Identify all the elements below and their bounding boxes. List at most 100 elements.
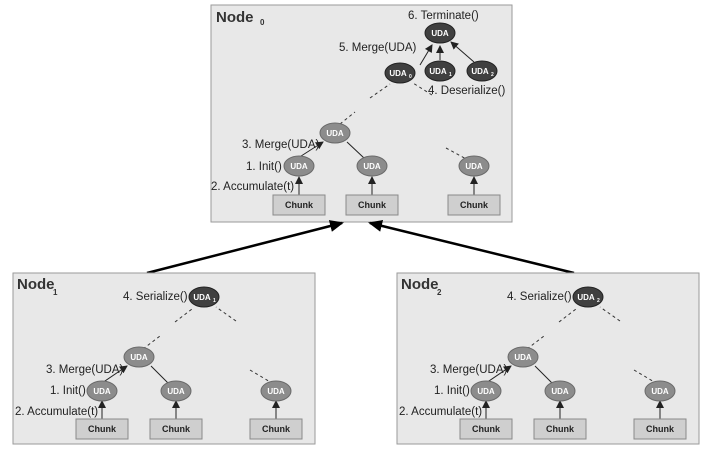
node-1-line-right-merge	[150, 365, 169, 384]
chunk-2: Chunk	[345, 194, 399, 216]
node-0-subscript: 0	[260, 18, 265, 27]
svg-text:UDA: UDA	[389, 69, 407, 78]
node-1-merge-label: 3. Merge(UDA)	[46, 364, 123, 376]
svg-text:UDA: UDA	[130, 353, 148, 362]
svg-text:2: 2	[597, 298, 600, 304]
uda-0: UDA 0	[384, 62, 416, 84]
node-1-uda-chunk-1: UDA	[86, 380, 118, 402]
svg-text:UDA: UDA	[651, 387, 669, 396]
node-1-title: Node	[17, 276, 55, 293]
node-2-uda-serialized: UDA 2	[572, 286, 604, 308]
svg-text:UDA: UDA	[551, 387, 569, 396]
terminate-label: 6. Terminate()	[408, 10, 479, 22]
node-1-arrow-left-merge	[101, 365, 128, 384]
accumulate-label: 2. Accumulate(t)	[211, 181, 294, 193]
svg-text:1: 1	[213, 298, 216, 304]
node-2-title: Node	[401, 276, 439, 293]
svg-text:UDA: UDA	[477, 387, 495, 396]
svg-text:UDA: UDA	[167, 387, 185, 396]
line-right-merge	[346, 141, 365, 159]
node-1-serialize-label: 4. Serialize()	[123, 291, 188, 303]
node-2-accumulate-label: 2. Accumulate(t)	[399, 406, 482, 418]
node-2-subscript: 2	[437, 288, 442, 297]
svg-text:Chunk: Chunk	[88, 424, 117, 434]
svg-text:Chunk: Chunk	[472, 424, 501, 434]
svg-text:Chunk: Chunk	[285, 200, 314, 210]
node-2-serialize-label: 4. Serialize()	[507, 291, 572, 303]
node-2-uda-chunk-3: UDA	[644, 380, 676, 402]
uda-2: UDA 2	[466, 60, 498, 82]
svg-text:Chunk: Chunk	[546, 424, 575, 434]
svg-text:UDA: UDA	[93, 387, 111, 396]
arrow-node2-to-node0	[368, 220, 575, 275]
merge-top-label: 5. Merge(UDA)	[339, 42, 416, 54]
node-1-uda-chunk-3: UDA	[260, 380, 292, 402]
node-1-box	[12, 272, 316, 445]
uda-chunk-3: UDA	[458, 155, 490, 177]
node-2-init-label: 1. Init()	[434, 385, 470, 397]
svg-text:UDA: UDA	[429, 67, 447, 76]
node-2-dashed-right	[599, 306, 621, 322]
node-2-chunk-2: Chunk	[533, 418, 587, 440]
node-0: Node 0 6. Terminate() 5. Merge(UDA) 4. D…	[210, 4, 513, 223]
node-1-dashed-far	[249, 369, 273, 384]
svg-text:UDA: UDA	[326, 129, 344, 138]
uda-1: UDA 1	[424, 60, 456, 82]
svg-text:Chunk: Chunk	[162, 424, 191, 434]
arrow-node1-to-node0	[146, 220, 344, 275]
node-2-box	[396, 272, 700, 445]
svg-text:Chunk: Chunk	[358, 200, 387, 210]
dashed-merge-to-uda0	[369, 83, 391, 99]
svg-text:UDA: UDA	[193, 293, 211, 302]
uda-chunk-2: UDA	[356, 155, 388, 177]
node-2-uda-chunk-1: UDA	[470, 380, 502, 402]
node-1-chunk-1: Chunk	[75, 418, 129, 440]
node-1-chunk-3: Chunk	[249, 418, 303, 440]
node-1-uda-merge: UDA	[123, 346, 155, 368]
node-1-chunk-2: Chunk	[149, 418, 203, 440]
node-1: Node 1 4. Serialize() 3. Merge(UDA) 1. I…	[12, 272, 316, 445]
svg-text:UDA: UDA	[514, 353, 532, 362]
svg-text:1: 1	[449, 72, 452, 78]
svg-text:UDA: UDA	[267, 387, 285, 396]
dashed-right-to-uda0	[412, 82, 433, 96]
uda-result: UDA	[424, 22, 456, 44]
node-0-box	[210, 4, 513, 223]
merge-local-label: 3. Merge(UDA)	[242, 139, 319, 151]
svg-text:Chunk: Chunk	[262, 424, 291, 434]
arrow-uda2-to-result	[450, 41, 475, 63]
node-2-merge-label: 3. Merge(UDA)	[430, 364, 507, 376]
init-label: 1. Init()	[246, 161, 282, 173]
svg-text:0: 0	[409, 74, 412, 80]
svg-text:UDA: UDA	[465, 162, 483, 171]
uda-merge: UDA	[319, 122, 351, 144]
node-2-arrow-left-merge	[485, 365, 512, 384]
node-2: Node 2 4. Serialize() 3. Merge(UDA) 1. I…	[396, 272, 700, 445]
deserialize-label: 4. Deserialize()	[428, 85, 505, 97]
svg-text:2: 2	[491, 72, 494, 78]
node-1-dashed-right	[215, 306, 237, 322]
arrow-left-merge	[297, 141, 324, 159]
svg-text:Chunk: Chunk	[460, 200, 489, 210]
node-2-uda-chunk-2: UDA	[544, 380, 576, 402]
node-2-line-right-merge	[534, 365, 553, 384]
svg-text:UDA: UDA	[290, 162, 308, 171]
node-2-chunk-1: Chunk	[459, 418, 513, 440]
chunk-3: Chunk	[447, 194, 501, 216]
node-0-title: Node	[216, 9, 254, 26]
arrow-uda0-to-result	[419, 44, 433, 66]
node-2-uda-merge: UDA	[507, 346, 539, 368]
svg-text:Chunk: Chunk	[646, 424, 675, 434]
svg-text:UDA: UDA	[363, 162, 381, 171]
svg-text:UDA: UDA	[577, 293, 595, 302]
svg-text:UDA: UDA	[471, 67, 489, 76]
svg-text:UDA: UDA	[431, 29, 449, 38]
node-1-accumulate-label: 2. Accumulate(t)	[15, 406, 98, 418]
uda-chunk-1: UDA	[283, 155, 315, 177]
node-2-dashed-far	[633, 369, 657, 384]
node-2-chunk-3: Chunk	[633, 418, 687, 440]
node-1-uda-chunk-2: UDA	[160, 380, 192, 402]
node-1-init-label: 1. Init()	[50, 385, 86, 397]
chunk-1: Chunk	[272, 194, 326, 216]
